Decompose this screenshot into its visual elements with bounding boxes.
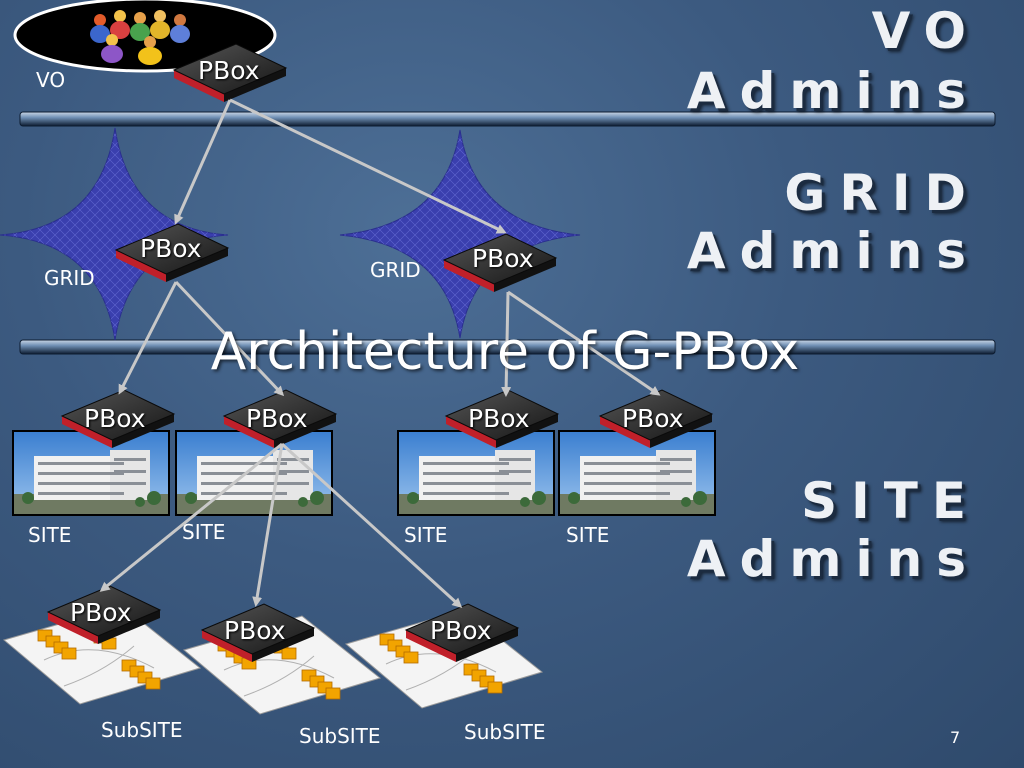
site-label: SITE bbox=[404, 523, 448, 547]
vo-admins-line-1: VO bbox=[871, 2, 980, 60]
pbox-chip-icon bbox=[60, 389, 176, 448]
building-photo-icon bbox=[397, 430, 555, 516]
vo-admins-line-2: Admins bbox=[686, 62, 980, 120]
pbox-chip-icon bbox=[46, 585, 162, 644]
pbox-chip-icon bbox=[404, 603, 520, 662]
connection-arrows bbox=[99, 98, 661, 609]
site-admins-heading: SITE Admins bbox=[687, 476, 980, 584]
vo-admins-heading: VO Admins bbox=[687, 6, 980, 116]
pbox-chip-icon bbox=[222, 389, 338, 448]
pbox-label: PBox bbox=[84, 404, 146, 433]
pbox-chip-icon bbox=[442, 233, 558, 292]
grid-admins-heading: GRID Admins bbox=[687, 168, 980, 276]
connection-arrow bbox=[118, 281, 178, 395]
pbox-chip-icon bbox=[114, 223, 230, 282]
people-group-icon bbox=[13, 0, 277, 73]
connection-arrow bbox=[174, 99, 232, 225]
building-photo-icon bbox=[12, 430, 170, 516]
pbox-label: PBox bbox=[140, 234, 202, 263]
connection-arrow bbox=[229, 98, 507, 234]
pbox-label: PBox bbox=[430, 616, 492, 645]
site-label: SITE bbox=[566, 523, 610, 547]
site-admins-line-1: SITE bbox=[801, 472, 980, 530]
pbox-chip-icon bbox=[598, 389, 714, 448]
site-admins-line-2: Admins bbox=[686, 530, 980, 588]
pbox-label: PBox bbox=[468, 404, 530, 433]
pbox-chip-icon bbox=[444, 389, 560, 448]
connection-arrow bbox=[174, 280, 285, 397]
pbox-label: PBox bbox=[70, 598, 132, 627]
pbox-label: PBox bbox=[472, 244, 534, 273]
connection-arrow bbox=[507, 290, 661, 396]
site-label: SITE bbox=[28, 523, 72, 547]
pbox-label: PBox bbox=[622, 404, 684, 433]
subsite-label: SubSITE bbox=[101, 718, 183, 742]
site-label: SITE bbox=[182, 520, 226, 544]
building-photo-icon bbox=[175, 430, 333, 516]
grid-admins-line-2: Admins bbox=[686, 222, 980, 280]
pbox-chips bbox=[46, 43, 714, 662]
subsite-label: SubSITE bbox=[299, 724, 381, 748]
grid-label: GRID bbox=[44, 266, 95, 290]
connection-arrow bbox=[252, 443, 284, 607]
connection-arrow bbox=[99, 442, 283, 592]
connection-arrow bbox=[501, 291, 512, 397]
building-photo-icon bbox=[558, 430, 716, 516]
grid-admins-line-1: GRID bbox=[784, 164, 980, 222]
slide-title: Architecture of G-PBox bbox=[210, 322, 800, 382]
connection-arrow bbox=[280, 442, 463, 609]
pbox-chip-icon bbox=[172, 43, 288, 102]
pbox-chip-icon bbox=[200, 603, 316, 662]
pbox-label: PBox bbox=[246, 404, 308, 433]
vo-label: VO bbox=[36, 68, 66, 92]
pbox-label: PBox bbox=[198, 56, 260, 85]
grid-label: GRID bbox=[370, 258, 421, 282]
subsite-label: SubSITE bbox=[464, 720, 546, 744]
grid-star-icon bbox=[339, 129, 581, 339]
page-number: 7 bbox=[950, 728, 961, 747]
pbox-label: PBox bbox=[224, 616, 286, 645]
